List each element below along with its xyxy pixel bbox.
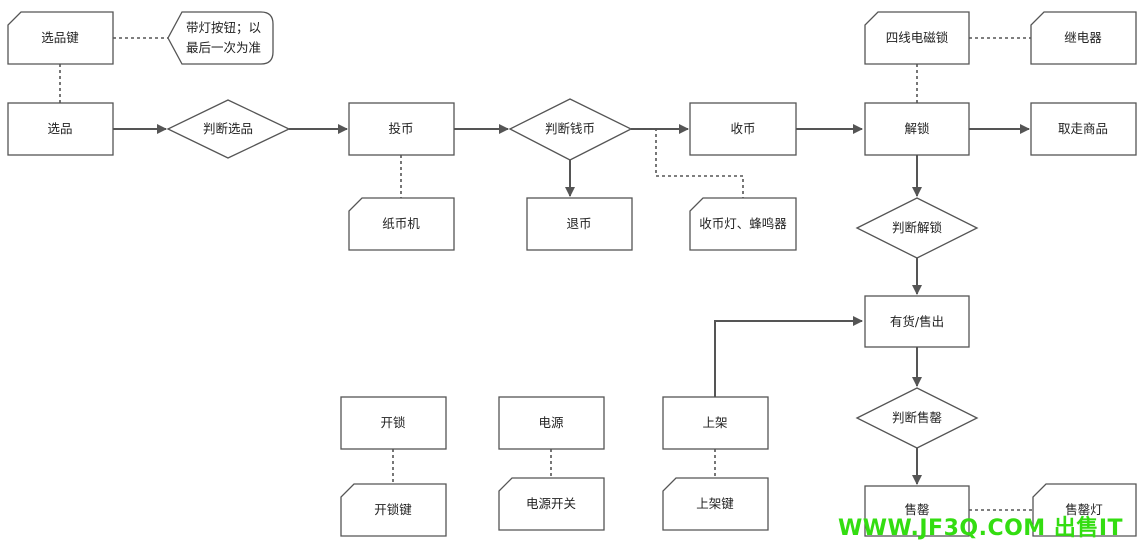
connectors <box>59 37 1033 511</box>
node-judge-soldout: 判断售罄 <box>855 387 979 449</box>
node-select-key-label: 选品键 <box>41 30 79 45</box>
node-judge-money-label: 判断钱币 <box>545 121 595 136</box>
node-open-lock-label: 开锁 <box>380 415 406 430</box>
node-take-goods: 取走商品 <box>1030 102 1137 156</box>
node-in-stock: 有货/售出 <box>864 295 970 348</box>
watermark: WWW.JF3Q.COM 出售IT <box>838 516 1124 541</box>
node-refund: 退币 <box>526 197 633 251</box>
node-in-stock-label: 有货/售出 <box>890 314 944 329</box>
dash-judge-money-to-light-buzzer <box>631 128 744 198</box>
node-lit-button-note-line1: 带灯按钮；以 <box>186 20 262 35</box>
node-relay: 继电器 <box>1030 11 1137 65</box>
node-select-label: 选品 <box>47 121 72 136</box>
node-open-lock-key-label: 开锁键 <box>374 502 412 517</box>
node-relay-label: 继电器 <box>1064 30 1102 45</box>
node-refund-label: 退币 <box>566 216 591 231</box>
node-select-key: 选品键 <box>7 11 114 65</box>
node-restock-key: 上架键 <box>662 477 769 531</box>
node-unlock: 解锁 <box>864 102 970 156</box>
node-coin-light-buzzer: 收币灯、蜂鸣器 <box>689 197 797 251</box>
node-judge-select: 判断选品 <box>166 99 291 159</box>
node-power: 电源 <box>498 396 605 450</box>
node-open-lock: 开锁 <box>340 396 447 450</box>
node-judge-soldout-label: 判断售罄 <box>892 410 942 425</box>
node-judge-select-label: 判断选品 <box>203 121 253 136</box>
node-lit-button-note-line2: 最后一次为准 <box>186 40 261 55</box>
node-four-wire-lock-label: 四线电磁锁 <box>886 30 949 45</box>
node-select: 选品 <box>7 102 114 156</box>
node-restock-key-label: 上架键 <box>696 496 734 511</box>
arrow-restock-to-in-stock <box>714 316 863 397</box>
node-restock-label: 上架 <box>702 415 727 430</box>
node-restock: 上架 <box>662 396 769 450</box>
node-power-label: 电源 <box>538 415 564 430</box>
node-power-switch-label: 电源开关 <box>526 496 576 511</box>
node-soldout-light-label: 售罄灯 <box>1065 502 1103 517</box>
node-judge-money: 判断钱币 <box>508 98 633 161</box>
node-coin-light-buzzer-label: 收币灯、蜂鸣器 <box>699 216 787 231</box>
node-judge-unlock-label: 判断解锁 <box>892 220 943 235</box>
node-bill-acceptor: 纸币机 <box>348 197 455 251</box>
node-power-switch: 电源开关 <box>498 477 605 531</box>
node-unlock-label: 解锁 <box>904 121 930 136</box>
node-soldout-label: 售罄 <box>904 502 929 517</box>
node-insert-coin: 投币 <box>348 102 455 156</box>
node-lit-button-note: 带灯按钮；以 最后一次为准 <box>167 11 274 65</box>
node-soldout: 售罄 <box>864 485 970 537</box>
node-insert-coin-label: 投币 <box>388 121 413 136</box>
node-judge-unlock: 判断解锁 <box>855 197 979 259</box>
node-take-goods-label: 取走商品 <box>1058 121 1108 136</box>
node-collect-coin: 收币 <box>689 102 797 156</box>
node-four-wire-lock: 四线电磁锁 <box>864 11 970 65</box>
node-soldout-light: 售罄灯 <box>1032 483 1137 537</box>
node-open-lock-key: 开锁键 <box>340 483 447 537</box>
node-collect-coin-label: 收币 <box>730 121 755 136</box>
node-bill-acceptor-label: 纸币机 <box>382 216 420 231</box>
